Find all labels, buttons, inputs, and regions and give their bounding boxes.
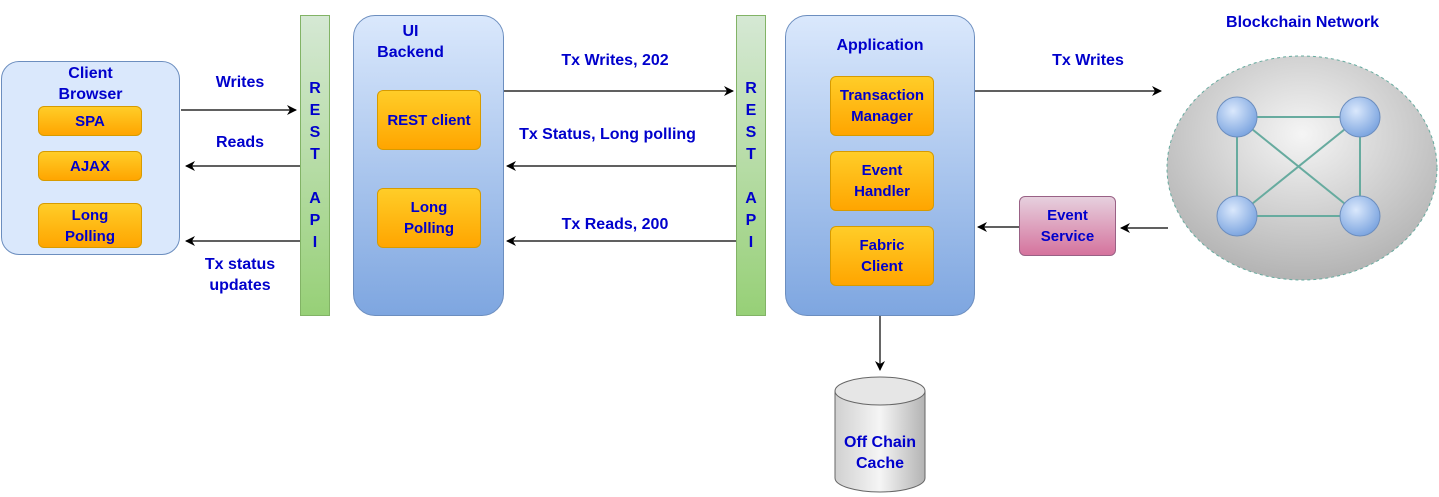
- ui-backend-container: UI Backend: [353, 15, 504, 316]
- long-polling-box: Long Polling: [38, 203, 142, 248]
- rest-letter: I: [748, 234, 754, 251]
- ui-backend-title: UI Backend: [377, 23, 444, 61]
- rest-letter: R: [309, 80, 321, 97]
- rest-letter: T: [746, 146, 756, 163]
- rest-letter: E: [309, 102, 321, 119]
- network-node: [1216, 195, 1258, 237]
- rest-client-box: REST client: [377, 90, 481, 150]
- rest-api-right-bar: R E S T A P I: [736, 15, 766, 316]
- ajax-box: AJAX: [38, 151, 142, 181]
- network-node: [1339, 195, 1381, 237]
- tx-writes-label: Tx Writes: [1052, 52, 1124, 69]
- application-title: Application: [836, 37, 924, 54]
- client-browser-title: Client Browser: [58, 65, 123, 103]
- network-node: [1216, 96, 1258, 138]
- event-handler-box: Event Handler: [830, 151, 934, 211]
- blockchain-network-title: Blockchain Network: [1226, 14, 1379, 31]
- rest-letter: P: [309, 212, 321, 229]
- tx-reads-200-label: Tx Reads, 200: [561, 216, 669, 233]
- tx-status-updates-label: Tx status updates: [204, 256, 276, 294]
- spa-box: SPA: [38, 106, 142, 136]
- event-service-box: Event Service: [1019, 196, 1116, 256]
- network-node: [1339, 96, 1381, 138]
- rest-api-left-bar: R E S T A P I: [300, 15, 330, 316]
- reads-label: Reads: [215, 134, 265, 151]
- off-chain-cache-cylinder: [834, 376, 926, 493]
- tx-writes-202-label: Tx Writes, 202: [561, 52, 669, 69]
- transaction-manager-box: Transaction Manager: [830, 76, 934, 136]
- rest-letter: A: [309, 190, 321, 207]
- rest-letter: S: [309, 124, 321, 141]
- rest-letter: A: [745, 190, 757, 207]
- off-chain-cache-label: Off Chain Cache: [844, 434, 916, 472]
- rest-letter: P: [745, 212, 757, 229]
- rest-letter: I: [312, 234, 318, 251]
- rest-letter: E: [745, 102, 757, 119]
- rest-letter: S: [745, 124, 757, 141]
- rest-letter: T: [310, 146, 320, 163]
- blockchain-network-cloud: [1166, 55, 1438, 281]
- ui-long-polling-box: Long Polling: [377, 188, 481, 248]
- fabric-client-box: Fabric Client: [830, 226, 934, 286]
- tx-status-long-polling-label: Tx Status, Long polling: [519, 126, 696, 143]
- rest-letter: R: [745, 80, 757, 97]
- writes-label: Writes: [215, 74, 265, 91]
